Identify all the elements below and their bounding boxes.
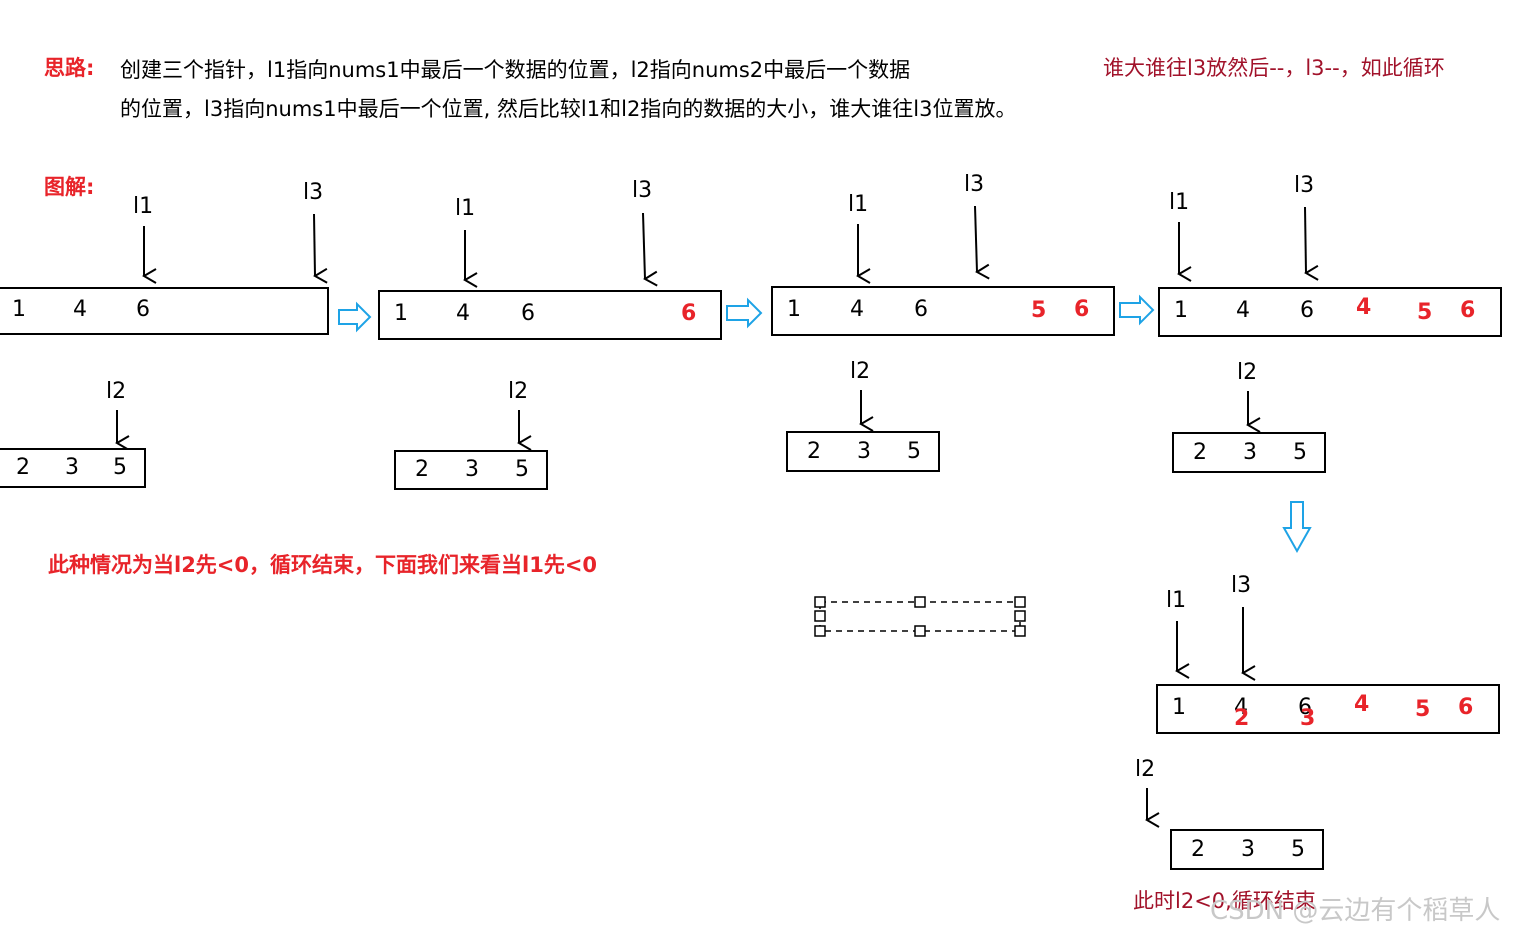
l1-label: l1 xyxy=(455,196,476,221)
array-cell-filled: 6 xyxy=(1460,298,1476,323)
array-cell: 4 xyxy=(1234,695,1248,720)
nums2-array: 2 3 5 xyxy=(394,450,548,490)
array-cell: 6 xyxy=(914,297,928,322)
array-cell-filled: 5 xyxy=(1417,300,1433,325)
array-cell: 4 xyxy=(456,301,470,326)
array-cell: 6 xyxy=(1300,298,1314,323)
array-cell: 1 xyxy=(12,297,26,322)
array-cell: 6 xyxy=(136,297,150,322)
array-cell-overwrite: 3 xyxy=(1300,706,1316,731)
array-cell-overwrite: 2 xyxy=(1234,706,1250,731)
idea-heading: 思路: xyxy=(44,56,95,80)
case-note: 此种情况为当l2先<0，循环结束，下面我们来看当l1先<0 xyxy=(48,553,598,577)
array-cell-filled: 4 xyxy=(1354,692,1370,717)
step-arrow-icon xyxy=(338,294,1155,333)
l2-label: l2 xyxy=(1237,360,1258,385)
l1-label: l1 xyxy=(1166,588,1187,613)
array-cell: 2 xyxy=(1191,837,1205,862)
array-cell-filled: 5 xyxy=(1031,298,1047,323)
array-cell-filled: 6 xyxy=(681,301,697,326)
array-cell: 2 xyxy=(415,457,429,482)
l1-label: l1 xyxy=(848,192,869,217)
l2-label: l2 xyxy=(850,359,871,384)
array-cell: 5 xyxy=(907,439,921,464)
l3-label: l3 xyxy=(632,178,653,203)
array-cell: 2 xyxy=(1193,440,1207,465)
array-cell: 2 xyxy=(16,455,30,480)
array-cell-filled: 4 xyxy=(1356,295,1372,320)
array-cell: 3 xyxy=(857,439,871,464)
step-down-arrow-icon xyxy=(1282,501,1312,554)
array-cell: 5 xyxy=(1293,440,1307,465)
array-cell: 1 xyxy=(394,301,408,326)
array-cell: 5 xyxy=(1291,837,1305,862)
watermark: CSDN @云边有个稻草人 xyxy=(1210,896,1501,926)
l3-label: l3 xyxy=(1294,173,1315,198)
array-cell: 1 xyxy=(1172,695,1186,720)
nums1-array: 1 4 6 5 6 xyxy=(771,286,1115,336)
idea-line-2: 的位置，l3指向nums1中最后一个位置, 然后比较l1和l2指向的数据的大小，… xyxy=(120,97,1017,121)
array-cell: 3 xyxy=(65,455,79,480)
array-cell-filled: 5 xyxy=(1415,697,1431,722)
array-cell: 1 xyxy=(787,297,801,322)
l3-arrow xyxy=(1304,206,1319,281)
l2-label: l2 xyxy=(106,379,127,404)
array-cell: 2 xyxy=(807,439,821,464)
l3-arrow xyxy=(642,212,658,287)
nums2-array: 2 3 5 xyxy=(786,431,940,472)
l3-label: l3 xyxy=(1231,573,1252,598)
nums1-array: 1 4 6 2 3 4 5 6 xyxy=(1156,684,1500,734)
array-cell-filled: 6 xyxy=(1458,695,1474,720)
nums2-array: 2 3 5 xyxy=(1172,432,1326,473)
array-cell-filled: 6 xyxy=(1074,297,1090,322)
array-cell: 6 xyxy=(1298,695,1312,720)
l3-label: l3 xyxy=(964,172,985,197)
idea-line-1: 创建三个指针，l1指向nums1中最后一个数据的位置，l2指向nums2中最后一… xyxy=(120,58,911,82)
array-cell: 3 xyxy=(1241,837,1255,862)
l2-label: l2 xyxy=(508,379,529,404)
nums2-array: 2 3 5 xyxy=(0,448,146,488)
l1-label: l1 xyxy=(133,194,154,219)
end-note: 此时l2<0,循环结束 xyxy=(1133,889,1316,913)
l3-arrow xyxy=(313,213,328,284)
l3-label: l3 xyxy=(303,180,324,205)
l3-arrow xyxy=(974,205,990,280)
array-cell: 5 xyxy=(113,455,127,480)
array-cell: 4 xyxy=(1236,298,1250,323)
array-cell: 3 xyxy=(1243,440,1257,465)
array-cell: 3 xyxy=(465,457,479,482)
array-cell: 4 xyxy=(850,297,864,322)
array-cell: 1 xyxy=(1174,298,1188,323)
l2-label: l2 xyxy=(1135,757,1156,782)
nums2-array: 2 3 5 xyxy=(1170,829,1324,870)
l1-label: l1 xyxy=(1169,190,1190,215)
nums1-array: 1 4 6 xyxy=(0,287,329,335)
array-cell: 4 xyxy=(73,297,87,322)
array-cell: 5 xyxy=(515,457,529,482)
array-cell: 6 xyxy=(521,301,535,326)
selection-box xyxy=(814,596,1026,637)
diagram-heading: 图解: xyxy=(44,175,95,199)
side-note: 谁大谁往l3放然后--，l3--，如此循环 xyxy=(1103,56,1445,80)
nums1-array: 1 4 6 4 5 6 xyxy=(1158,287,1502,337)
nums1-array: 1 4 6 6 xyxy=(378,290,722,340)
